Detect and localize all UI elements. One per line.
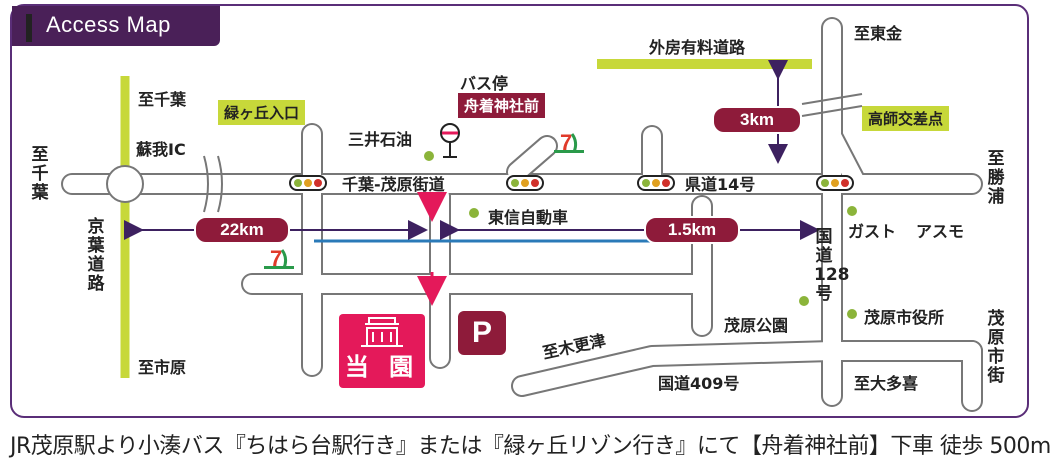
parking-icon: P [458,311,506,355]
distance-1-5km: 1.5km [644,216,740,244]
school-building-icon [361,317,403,347]
label-city-hall: 茂原市役所 [864,308,945,327]
bus-stop-icon [440,123,460,158]
label-soga-ic: 蘇我IC [136,140,186,159]
label-bus-stop-name: 舟着神社前 [458,93,546,118]
convenience-store-icon: 7 [264,246,294,271]
label-to-chiba-top: 至千葉 [138,90,187,109]
label-asumo: アスモ [916,222,965,241]
label-keiyo-road: 京葉道路 [87,217,105,294]
distance-22km: 22km [194,216,290,244]
label-route-14: 県道14号 [685,175,756,194]
map-title: Access Map [46,12,171,37]
road-map: 7 7 [61,17,983,412]
label-mobara-park: 茂原公園 [724,316,789,335]
title-tab: Access Map [12,6,220,46]
label-to-otaki: 至大多喜 [854,374,919,393]
label-sotobo: 外房有料道路 [649,38,746,57]
label-chiba-mobara-road: 千葉-茂原街道 [342,175,445,194]
label-tohoku: 東信自動車 [488,208,569,227]
map-frame: 7 7 Access Map 至千葉 蘇我IC 緑ヶ丘入口 バス停 舟着神社前 … [10,4,1029,418]
svg-text:7: 7 [270,246,282,271]
label-route-409: 国道409号 [658,374,740,393]
directions-footer: JR茂原駅より小湊バス『ちはら台駅行き』または『緑ヶ丘リゾン行き』にて【舟着神社… [10,434,1051,459]
landmark-dots [424,151,857,319]
school-marker: 当 園 [339,314,425,388]
convenience-store-icon: 7 [554,130,584,155]
traffic-lights [289,175,854,191]
label-mobara-street: 茂原市街 [987,309,1005,386]
soga-ic-roundabout [106,165,144,203]
label-to-chiba-left: 至千葉 [31,145,49,203]
label-midorigaoka: 緑ヶ丘入口 [218,100,306,125]
label-to-katsuura: 至勝浦 [987,149,1005,207]
road-break-marks [203,93,863,213]
label-bus-stop: バス停 [460,74,509,93]
label-takashi: 高師交差点 [862,106,950,131]
label-mitsui: 三井石油 [348,130,413,149]
label-to-ichihara: 至市原 [138,358,187,377]
distance-3km: 3km [712,106,802,134]
school-name: 当 園 [344,353,420,381]
label-to-togane: 至東金 [854,24,903,43]
label-gusto: ガスト [848,222,897,241]
label-route-128: 国道128号 [814,227,850,304]
svg-text:7: 7 [560,130,572,155]
